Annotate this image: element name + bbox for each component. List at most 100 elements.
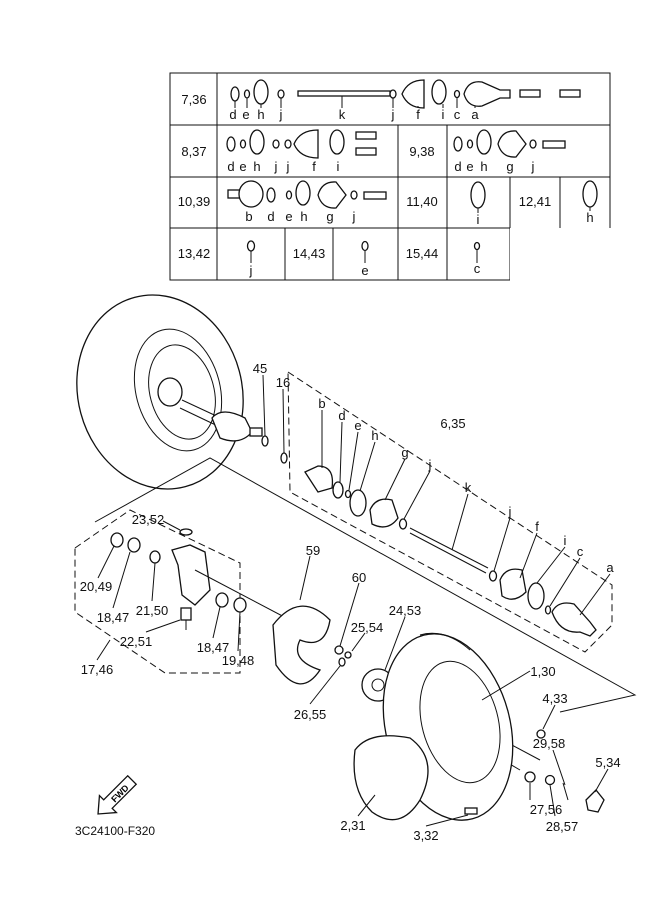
part-letter: j xyxy=(391,107,395,122)
table-ref: 15,44 xyxy=(406,246,439,261)
callout-29-58: 29,58 xyxy=(533,736,566,751)
brake-disc xyxy=(272,605,331,685)
drive-shaft-parts xyxy=(304,465,597,637)
callout-60: 60 xyxy=(352,570,366,585)
part-letter: j xyxy=(249,263,253,278)
part-letter: g xyxy=(326,209,333,224)
part-letter: j xyxy=(352,209,356,224)
part-letter: e xyxy=(242,107,249,122)
callout-e: e xyxy=(354,418,361,433)
callout-1-30: 1,30 xyxy=(530,664,555,679)
nut-4-33 xyxy=(536,729,546,739)
part-letter: j xyxy=(531,159,535,174)
callout-b: b xyxy=(318,396,325,411)
o-ring-26-55 xyxy=(338,657,346,667)
part-letter: f xyxy=(416,107,420,122)
washer-27-56 xyxy=(524,771,536,783)
callout-18-47: 18,47 xyxy=(97,610,130,625)
callout-59: 59 xyxy=(306,543,320,558)
part-letter: i xyxy=(442,107,445,122)
part-letter: a xyxy=(471,107,479,122)
assembly-outline xyxy=(94,457,637,713)
knuckle-parts xyxy=(110,528,247,630)
callout-2-31: 2,31 xyxy=(340,818,365,833)
parts-table: 7,36 8,37 9,38 10,39 11,40 12,41 13,42 1… xyxy=(169,72,611,281)
leader-lines xyxy=(96,374,611,827)
callout-5-34: 5,34 xyxy=(595,755,620,770)
front-wheel-assembly xyxy=(353,632,514,821)
part-letter: c xyxy=(474,261,481,276)
part-letter: e xyxy=(239,159,246,174)
part-letter: i xyxy=(477,212,480,227)
callout-labels: 45 16 b d e h g j 6,35 k j f i c a 23,52… xyxy=(80,361,621,843)
part-letter: d xyxy=(267,209,274,224)
callout-18-47: 18,47 xyxy=(197,640,230,655)
part-letter: d xyxy=(229,107,236,122)
callout-22-51: 22,51 xyxy=(120,634,153,649)
callout-27-56: 27,56 xyxy=(530,802,563,817)
table-ref: 11,40 xyxy=(406,194,438,209)
table-ref: 14,43 xyxy=(293,246,326,261)
callout-6-35: 6,35 xyxy=(440,416,465,431)
table-ref: 9,38 xyxy=(409,144,434,159)
callout-19-48: 19,48 xyxy=(222,653,255,668)
drive-shaft-box xyxy=(287,371,613,653)
knuckle-box xyxy=(74,509,241,674)
callout-c: c xyxy=(577,544,584,559)
table-ref: 8,37 xyxy=(181,144,206,159)
callout-17-46: 17,46 xyxy=(81,662,114,677)
part-letter: h xyxy=(586,210,593,225)
part-letter: e xyxy=(285,209,292,224)
callout-26-55: 26,55 xyxy=(294,707,327,722)
kit-10-39-parts: b d e h g j xyxy=(227,180,387,224)
valve-3-32 xyxy=(464,807,478,815)
callout-j: j xyxy=(508,504,512,519)
kit-8-37-parts: d e h j j f i xyxy=(226,129,377,174)
part-letter: j xyxy=(274,159,278,174)
callout-20-49: 20,49 xyxy=(80,579,113,594)
rear-wheel-assembly xyxy=(76,294,263,490)
callout-4-33: 4,33 xyxy=(542,691,567,706)
callout-24-53: 24,53 xyxy=(389,603,422,618)
callout-3-32: 3,32 xyxy=(413,828,438,843)
part-letter: h xyxy=(253,159,260,174)
axis-line xyxy=(194,569,291,621)
part-letter: b xyxy=(245,209,252,224)
table-ref: 13,42 xyxy=(178,246,211,261)
part-letter: h xyxy=(257,107,264,122)
part-letter: g xyxy=(506,159,513,174)
part-letter: h xyxy=(480,159,487,174)
callout-j: j xyxy=(428,457,432,472)
table-ref: 12,41 xyxy=(519,194,552,209)
callout-h: h xyxy=(371,428,378,443)
cap-5-34 xyxy=(585,789,605,813)
drawing-code: 3C24100-F320 xyxy=(75,824,155,838)
kit-9-38-parts: d e h g j xyxy=(453,129,566,174)
callout-k: k xyxy=(465,480,472,495)
kit-7-36-parts: d e h j k j f i c a xyxy=(229,79,581,122)
callout-i: i xyxy=(564,533,567,548)
part-letter: i xyxy=(337,159,340,174)
callout-23-52: 23,52 xyxy=(132,512,165,527)
cotter-pin xyxy=(562,782,569,801)
bolt-60 xyxy=(334,645,344,655)
callout-a: a xyxy=(606,560,614,575)
part-letter: h xyxy=(300,209,307,224)
callout-f: f xyxy=(535,519,539,534)
nut-28-57 xyxy=(544,774,556,786)
callout-d: d xyxy=(338,408,345,423)
bolt-25-54 xyxy=(344,651,352,659)
callout-16: 16 xyxy=(276,375,290,390)
part-letter: c xyxy=(454,107,461,122)
part-letter: d xyxy=(454,159,461,174)
callout-45: 45 xyxy=(253,361,267,376)
part-letter: e xyxy=(466,159,473,174)
callout-21-50: 21,50 xyxy=(136,603,169,618)
part-letter: d xyxy=(227,159,234,174)
circlip-16 xyxy=(280,452,288,464)
part-letter: j xyxy=(279,107,283,122)
callout-g: g xyxy=(401,445,408,460)
part-letter: f xyxy=(312,159,316,174)
callout-28-57: 28,57 xyxy=(546,819,579,834)
